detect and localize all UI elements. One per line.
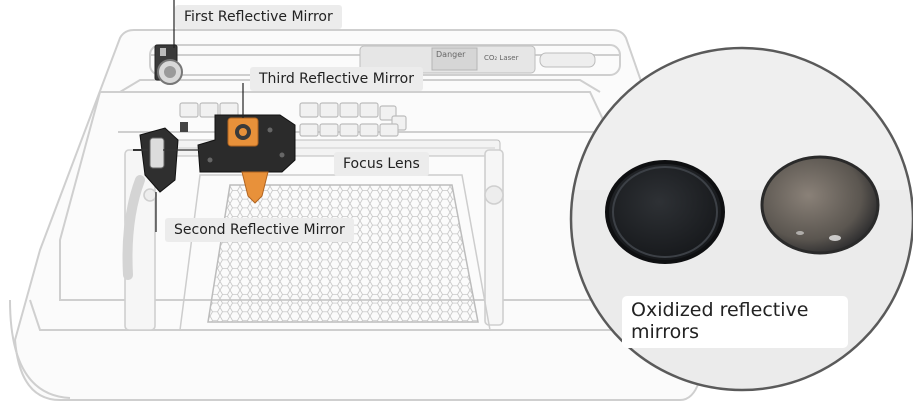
oxidized-mirror-left (605, 160, 725, 264)
second-mirror-label: Second Reflective Mirror (165, 218, 354, 242)
focus-nozzle (241, 171, 269, 204)
first-mirror-label: First Reflective Mirror (175, 5, 342, 29)
inset-caption: Oxidized reflective mirrors (622, 296, 848, 348)
focus-lens-label: Focus Lens (334, 152, 429, 176)
laser-head (197, 114, 296, 204)
oxidized-mirror-right (760, 155, 880, 255)
third-mirror-label: Third Reflective Mirror (250, 67, 423, 91)
tube-danger-text: Danger (436, 50, 466, 59)
cable-chain (179, 102, 407, 137)
second-mirror (133, 122, 200, 193)
laser-tube: Danger CO₂ Laser (359, 45, 596, 74)
air-hose (122, 175, 145, 280)
tube-co2-text: CO₂ Laser (484, 54, 519, 62)
first-mirror (154, 44, 183, 85)
